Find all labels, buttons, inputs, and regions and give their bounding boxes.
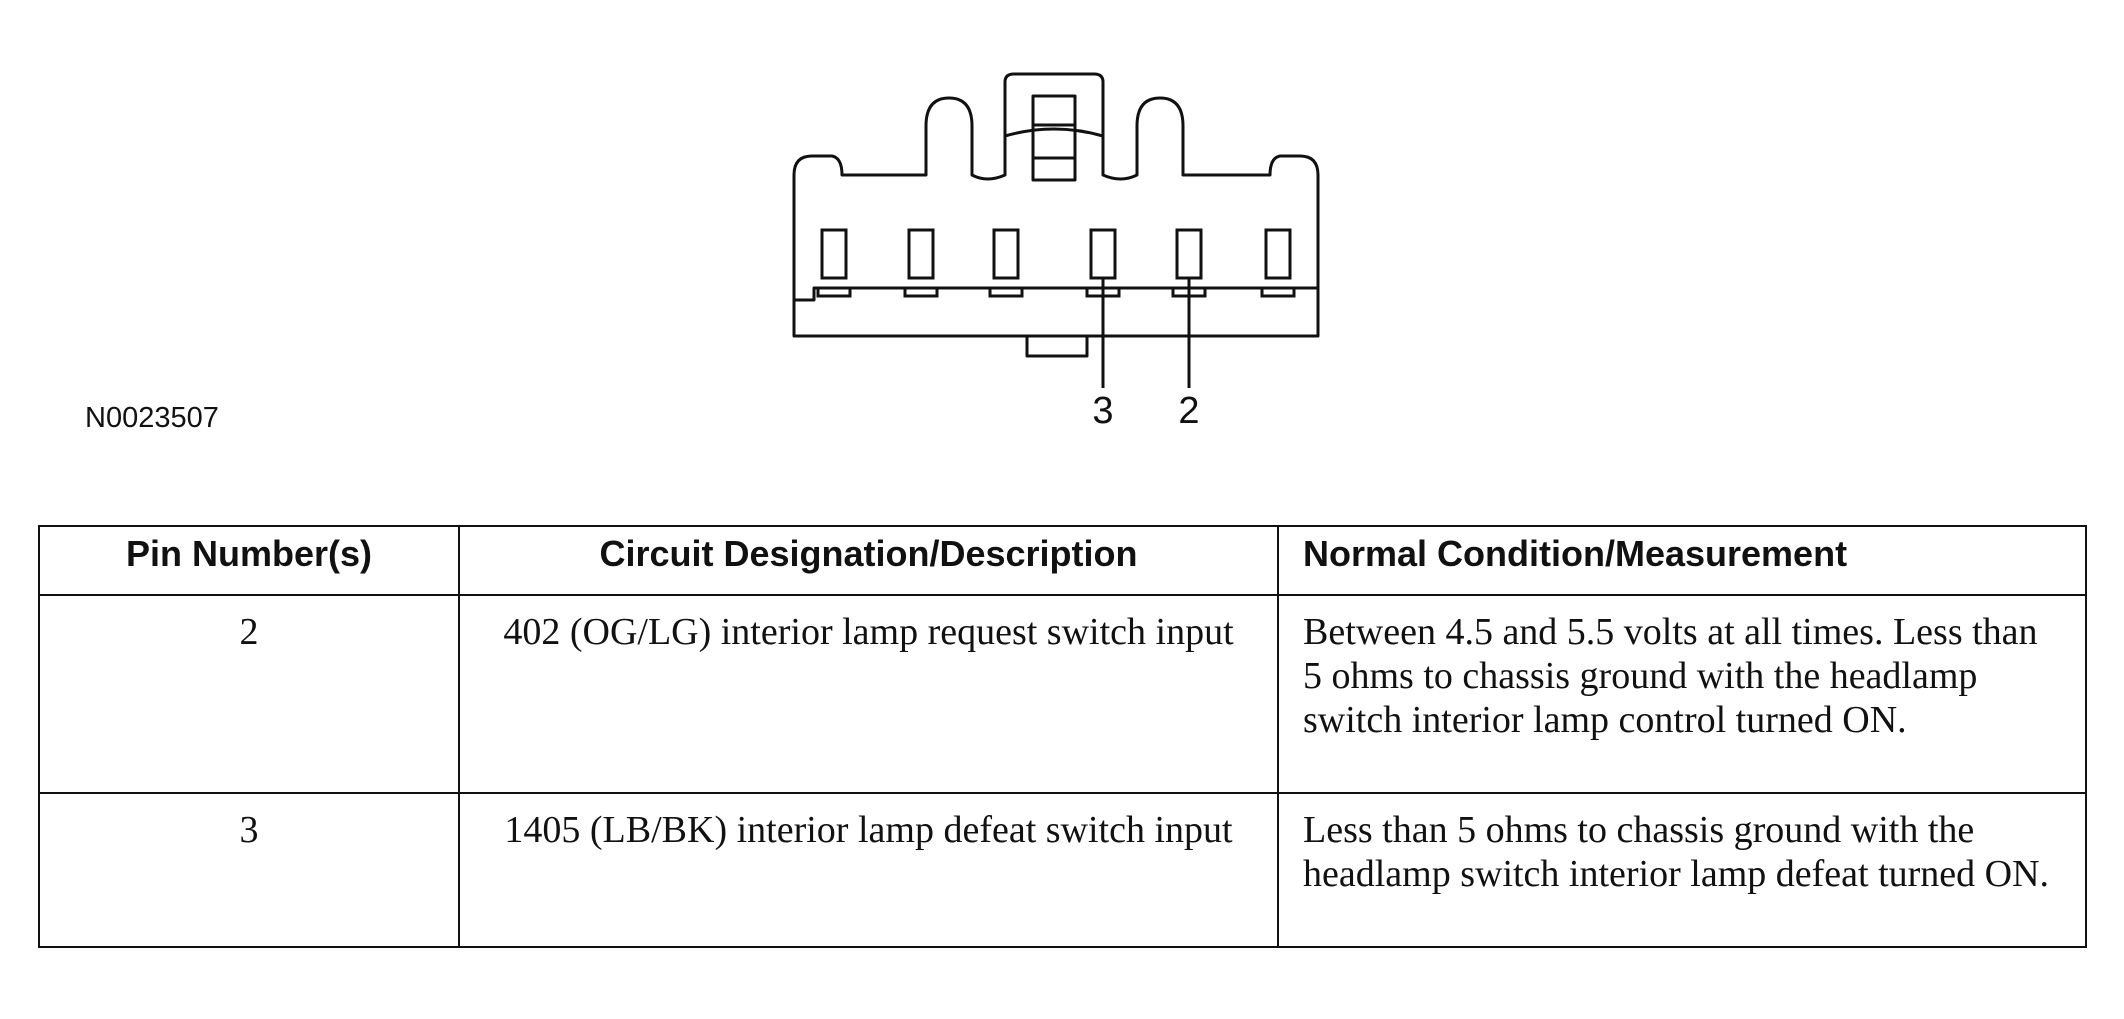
latch-detail	[1004, 127, 1104, 138]
terminal-slot	[907, 228, 935, 280]
pin-cell: 3	[38, 792, 460, 948]
table-header-row: Pin Number(s) Circuit Designation/Descri…	[38, 525, 2087, 596]
rail-notch	[903, 288, 939, 298]
header-circuit: Circuit Designation/Description	[458, 525, 1279, 596]
table-row: 3 1405 (LB/BK) interior lamp defeat swit…	[38, 792, 2087, 948]
rail-notch	[1260, 288, 1296, 298]
terminal-slot	[1264, 228, 1292, 280]
terminal-slot	[820, 228, 848, 280]
circuit-cell: 402 (OG/LG) interior lamp request switch…	[458, 594, 1279, 794]
connector-outline	[792, 72, 1320, 338]
latch-window	[1031, 94, 1077, 182]
pin-cell: 2	[38, 594, 460, 794]
table-row: 2 402 (OG/LG) interior lamp request swit…	[38, 594, 2087, 794]
terminal-slot	[992, 228, 1020, 280]
callout-label-3: 3	[1092, 390, 1113, 432]
terminal-slot	[1175, 228, 1203, 280]
rail-notch	[816, 288, 852, 298]
bottom-key	[1025, 336, 1089, 358]
condition-cell: Between 4.5 and 5.5 volts at all times. …	[1277, 594, 2087, 794]
lower-rail	[794, 286, 1318, 302]
header-pin-number: Pin Number(s)	[38, 525, 460, 596]
figure-id: N0023507	[85, 402, 219, 434]
terminal-slot	[1089, 228, 1117, 280]
circuit-cell: 1405 (LB/BK) interior lamp defeat switch…	[458, 792, 1279, 948]
terminal-slots	[816, 228, 1296, 298]
rail-notch	[988, 288, 1024, 298]
callout-label-2: 2	[1178, 390, 1199, 432]
condition-cell: Less than 5 ohms to chassis ground with …	[1277, 792, 2087, 948]
pinout-table: Pin Number(s) Circuit Designation/Descri…	[38, 525, 2087, 948]
connector-diagram: 3 2	[792, 72, 1320, 432]
header-condition: Normal Condition/Measurement	[1277, 525, 2087, 596]
